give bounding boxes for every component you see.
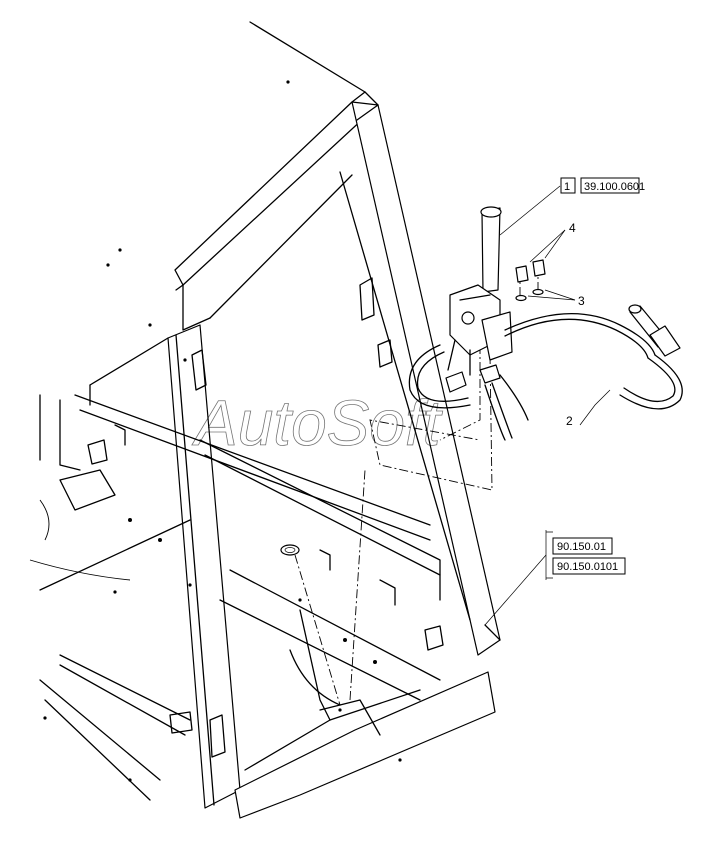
callout-part-ref-1: 1 39.100.0601 [560,177,645,194]
floor-grommet [280,544,300,556]
callout-index: 1 [564,181,570,193]
brake-lever-assembly [445,206,546,393]
callout-group-refs: 90.150.01 90.150.0101 [546,531,626,579]
group-ref-a: 90.150.01 [557,541,606,553]
brake-cable [408,313,683,441]
cable-end-connector [628,304,681,357]
watermark-text: AutoSoft [191,387,443,459]
group-ref-b: 90.150.0101 [557,561,618,573]
leader-lines [484,185,611,626]
item-number-4: 4 [569,221,576,235]
callout-code: 39.100.0601 [584,181,645,193]
cab-frame [29,21,501,819]
item-number-2: 2 [566,414,573,428]
bolt-dots [43,80,402,782]
item-number-3: 3 [578,294,585,308]
latches [87,277,444,758]
